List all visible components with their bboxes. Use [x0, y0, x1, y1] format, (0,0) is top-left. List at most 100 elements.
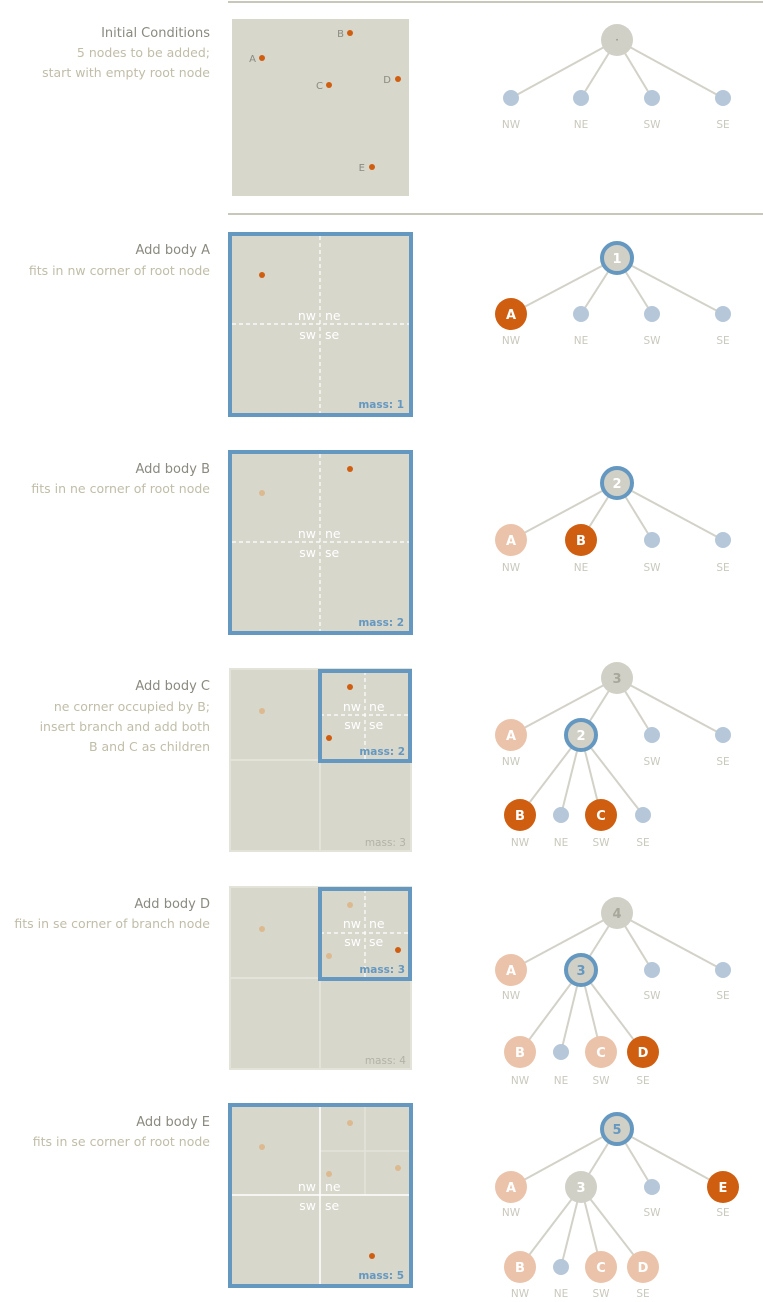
quadrant-label: SE	[636, 1288, 649, 1300]
body-node-label: A	[506, 729, 516, 744]
body-node-label: B	[515, 1261, 525, 1276]
body-point-a	[259, 272, 265, 278]
body-node-label: B	[576, 534, 586, 549]
quadrant-label: NW	[502, 990, 521, 1002]
branch-mass-label: mass: 3	[359, 964, 405, 976]
quadrant-label: SE	[636, 1075, 649, 1087]
step-description-line: fits in se corner of branch node	[14, 916, 210, 931]
active-node-outline	[228, 450, 413, 635]
tree: 5 A 3 E NW SW SE B C D NW NE SW SE	[495, 1112, 739, 1300]
leaf-node-se	[715, 306, 731, 322]
quadrant-ne-label: ne	[325, 308, 341, 323]
body-node-c	[585, 1251, 617, 1283]
branch-mass-label: mass: 2	[359, 746, 405, 758]
body-point-b	[347, 466, 353, 472]
body-label: D	[383, 75, 391, 86]
body-node-c	[585, 799, 617, 831]
root-node	[600, 241, 634, 275]
branch-node	[565, 1171, 597, 1203]
quadrant-label: SE	[716, 990, 729, 1002]
step-title: Add body D	[134, 897, 210, 912]
body-label: E	[359, 163, 365, 174]
body-point-c	[326, 82, 332, 88]
quadrant-label: NW	[511, 837, 530, 849]
quadrant-label: NW	[502, 119, 521, 131]
body-node-a	[495, 298, 527, 330]
quadrant-label: NE	[574, 562, 589, 574]
leaf-node-sw	[644, 306, 660, 322]
body-node-label: B	[515, 809, 525, 824]
body-node-label: A	[506, 964, 516, 979]
body-node-label: A	[506, 534, 516, 549]
branch-node	[564, 718, 598, 752]
body-node-b	[504, 1251, 536, 1283]
quadrant-label: NE	[554, 1075, 569, 1087]
leaf-node-ne	[573, 306, 589, 322]
active-node-outline	[228, 232, 413, 417]
body-node-label: A	[506, 308, 516, 323]
root-node	[601, 662, 633, 694]
body-point-d	[395, 76, 401, 82]
active-node-outline	[228, 1103, 413, 1288]
leaf-node-se	[715, 727, 731, 743]
quadrant-label: SW	[643, 990, 661, 1002]
body-label: A	[249, 54, 256, 65]
body-point-c	[326, 735, 332, 741]
root-node	[600, 1112, 634, 1146]
body-point-b	[347, 1120, 353, 1126]
quadrant-label: SW	[592, 1288, 610, 1300]
body-node-label: D	[638, 1046, 649, 1061]
body-point-a	[259, 926, 265, 932]
leaf-node-ne	[553, 1044, 569, 1060]
quadrant-label: SE	[716, 756, 729, 768]
step-title: Add body C	[135, 679, 210, 694]
quadrant-sw-label: sw	[299, 327, 316, 342]
quadrant-sw-label: sw	[344, 717, 361, 732]
body-point-b	[347, 30, 353, 36]
quadrant-label: SW	[643, 756, 661, 768]
quadrant-se-label: se	[325, 545, 340, 560]
quadrant-ne-label: ne	[369, 916, 385, 931]
step-add-b: Add body B fits in ne corner of root nod…	[31, 450, 731, 635]
body-point-a	[259, 708, 265, 714]
body-point-c	[326, 953, 332, 959]
step-add-e: Add body E fits in se corner of root nod…	[33, 1103, 739, 1300]
quadrant-nw-label: nw	[298, 1179, 316, 1194]
tree: 3 A 2 NW SW SE B C NW NE SW SE	[495, 662, 731, 849]
leaf-node-ne	[553, 1259, 569, 1275]
step-title: Add body A	[136, 243, 211, 258]
step-description-line: B and C as children	[89, 739, 210, 754]
mass-label: mass: 2	[358, 617, 404, 629]
quadrant-nw-label: nw	[343, 916, 361, 931]
body-node-label: A	[506, 1181, 516, 1196]
root-node-label: 3	[612, 672, 621, 687]
quadrant-label: NW	[502, 1207, 521, 1219]
root-node-label: 1	[612, 252, 621, 267]
active-node-outline	[318, 669, 412, 763]
root-mass-label: mass: 3	[365, 837, 406, 849]
quadrant-sw-label: sw	[299, 1198, 316, 1213]
tree: 4 A 3 NW SW SE B C D NW NE SW SE	[495, 897, 731, 1087]
branch-node-label: 2	[576, 729, 585, 744]
quadrant-label: NW	[502, 562, 521, 574]
root-node-label: 4	[612, 907, 621, 922]
body-node-a	[495, 1171, 527, 1203]
quadrant-label: NW	[502, 756, 521, 768]
leaf-node-se	[715, 532, 731, 548]
quadrant-label: SE	[716, 1207, 729, 1219]
quadrant-se-label: se	[369, 717, 384, 732]
tree: 1 A NW NE SW SE	[495, 241, 731, 347]
quadrant-nw-label: nw	[343, 699, 361, 714]
leaf-node-ne	[553, 807, 569, 823]
step-description-line: ne corner occupied by B;	[54, 699, 210, 714]
root-mass-label: mass: 4	[365, 1055, 406, 1067]
step-initial: Initial Conditions 5 nodes to be added; …	[42, 19, 731, 196]
quadrant-sw-label: sw	[344, 934, 361, 949]
quadrant-label: SE	[636, 837, 649, 849]
body-point-a	[259, 55, 265, 61]
quadrant-se-label: se	[325, 1198, 340, 1213]
root-node	[601, 24, 633, 56]
quadrant-label: SW	[643, 1207, 661, 1219]
quadrant-se-label: se	[369, 934, 384, 949]
quadrant-label: NE	[554, 837, 569, 849]
